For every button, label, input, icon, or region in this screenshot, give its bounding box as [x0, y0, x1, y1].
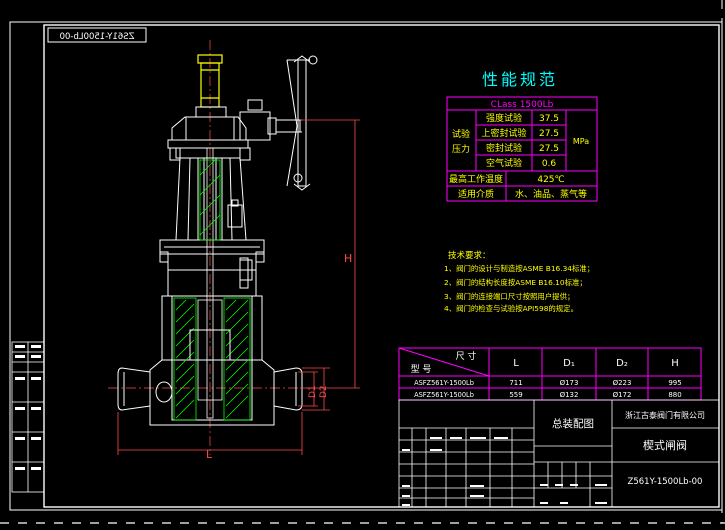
dim-row-1-d2: Ø172 [613, 391, 632, 399]
left-revision-strip [11, 341, 45, 493]
dim-row-0-d1: Ø173 [560, 379, 579, 387]
actuator-housing [167, 106, 301, 159]
mirrored-stamp-text: ZS61Y-1500Lb-00 [60, 32, 135, 42]
drawing-name: 总装配图 [552, 417, 594, 430]
performance-class-row: CLass 1500Lb [491, 100, 554, 110]
section-hatching [173, 159, 251, 421]
tech-requirement-1: 1、阀门的设计与制造按ASME B16.34标准； [444, 264, 594, 273]
test-value-0: 37.5 [539, 114, 559, 124]
max-temp-value: 425℃ [537, 175, 564, 185]
dim-label-h: H [344, 252, 352, 265]
dim-row-0-h: 995 [668, 379, 681, 387]
max-temp-label: 最高工作温度 [449, 173, 503, 185]
tech-requirement-2: 2、阀门的结构长度按ASME B16.10标准； [444, 278, 587, 287]
performance-group-label-1: 试验 [452, 128, 470, 140]
test-name-3: 空气试验 [486, 157, 522, 169]
dim-row-1-model: ASFZ561Y-1500Lb [414, 391, 474, 399]
dim-row-1-d1: Ø132 [560, 391, 579, 399]
test-value-2: 27.5 [539, 144, 559, 154]
dimension-lines [117, 119, 360, 455]
medium-value: 水、油品、蒸气等 [515, 188, 587, 200]
medium-label: 适用介质 [458, 188, 494, 200]
test-value-1: 27.5 [539, 129, 559, 139]
dim-table-header-l: L [513, 358, 519, 369]
dim-label-l: L [206, 448, 213, 461]
gate-valve-drawing: H L D1 D2 [108, 40, 360, 461]
dim-table-corner-top: 尺 寸 [456, 350, 477, 362]
tech-requirements-heading: 技术要求： [448, 250, 491, 261]
test-value-3: 0.6 [542, 159, 557, 169]
drawing-number: Z561Y-1500Lb-00 [628, 477, 703, 487]
tech-requirement-4: 4、阀门的检查与试验按API598的规定。 [444, 304, 578, 313]
dim-table-header-h: H [671, 358, 679, 369]
dim-row-0-l: 711 [509, 379, 522, 387]
product-name: 楔式闸阀 [643, 438, 687, 452]
title-block-grid [398, 399, 720, 508]
left-strip-marks [15, 345, 41, 470]
dim-label-d2: D2 [319, 385, 329, 398]
dim-table-corner-bottom: 型 号 [411, 364, 432, 375]
title-block-marks [402, 437, 607, 506]
dim-label-d1: D1 [308, 385, 318, 398]
pipe-ends [117, 329, 303, 411]
mirrored-stamp-box [47, 27, 147, 43]
dim-row-1-l: 559 [509, 391, 522, 399]
drawing-frame-inner [43, 24, 720, 508]
tech-requirement-3: 3、阀门的连接端口尺寸按照用户提供； [444, 292, 574, 301]
dim-table-header-d1: D₁ [563, 358, 575, 369]
performance-unit: MPa [573, 137, 589, 146]
test-name-2: 密封试验 [486, 142, 522, 154]
handwheel [247, 55, 318, 191]
dim-table-header-d2: D₂ [616, 358, 628, 369]
performance-group-label-2: 压力 [452, 143, 470, 155]
company-name: 浙江古泰阀门有限公司 [625, 410, 705, 420]
performance-heading: 性能规范 [482, 70, 558, 89]
test-name-0: 强度试验 [486, 112, 522, 124]
test-name-1: 上密封试验 [481, 127, 526, 139]
bonnet [159, 239, 265, 297]
performance-table-grid [446, 96, 598, 202]
dim-row-1-h: 880 [668, 391, 681, 399]
drawing-frame-outer [9, 21, 723, 511]
dim-row-0-model: ASFZ561Y-1500Lb [414, 379, 474, 387]
dim-row-0-d2: Ø223 [613, 379, 632, 387]
